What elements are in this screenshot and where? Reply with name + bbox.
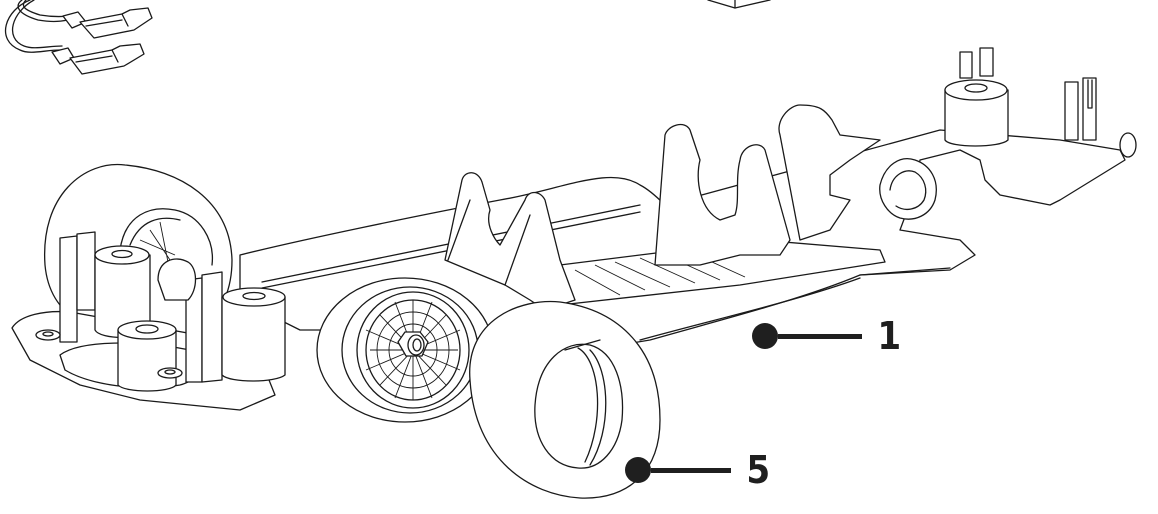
rear-wheel-mesh-rim [316, 277, 494, 423]
partial-part-top [707, 0, 771, 9]
callout-5-leader [651, 467, 731, 473]
rear-tyre [469, 300, 661, 499]
lead-wire-braids [4, 0, 153, 75]
front-pod [11, 231, 286, 411]
chassis-tray [239, 47, 1137, 346]
callout-5-dot [625, 457, 651, 483]
callout-1-dot [752, 323, 778, 349]
callout-5-label: 5 [746, 448, 771, 492]
callout-1-leader [778, 333, 862, 339]
callout-1-label: 1 [877, 314, 902, 358]
callout-5: 5 [625, 451, 771, 489]
callout-1: 1 [752, 317, 902, 355]
